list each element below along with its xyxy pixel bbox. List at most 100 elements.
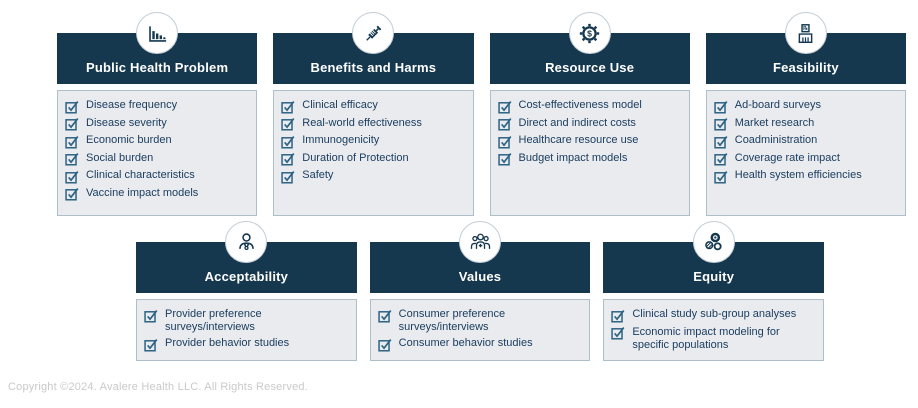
checked-checkbox-icon <box>497 135 512 149</box>
checklist-item-label: Clinical efficacy <box>302 99 378 111</box>
checklist-item: Clinical efficacy <box>281 99 465 114</box>
checked-checkbox-icon <box>497 152 512 166</box>
checklist-item-label: Clinical characteristics <box>86 169 195 181</box>
checklist-item-label: Direct and indirect costs <box>518 116 636 129</box>
checklist-item: Health system efficiencies <box>714 169 898 184</box>
checklist-item: Social burden <box>65 152 249 167</box>
bar-chart-icon <box>146 22 169 45</box>
panel-benefits-and-harms: Benefits and Harms Clinical efficacy Rea… <box>273 12 474 216</box>
checked-checkbox-icon <box>714 135 728 149</box>
checklist-item: Coadministration <box>714 134 898 149</box>
panel-icon-circle: $ <box>568 12 611 54</box>
checklist-item-label: Consumer preference surveys/interviews <box>398 308 506 333</box>
checklist-item-label: Health system efficiencies <box>734 169 862 181</box>
checklist-item: Clinical characteristics <box>65 169 249 184</box>
panel-icon-circle <box>459 221 501 263</box>
checked-checkbox-icon <box>497 100 512 114</box>
checklist-item: Cost-effectiveness model <box>497 99 682 114</box>
panel-icon-circle <box>225 221 268 263</box>
checked-checkbox-icon <box>611 309 625 323</box>
checked-checkbox-icon <box>281 152 295 166</box>
checklist-item: Market research <box>714 117 898 132</box>
panel-values: Values Consumer preference surveys/inter… <box>369 221 591 361</box>
panel-header: Equity <box>603 242 825 293</box>
checked-checkbox-icon <box>611 326 625 340</box>
checked-checkbox-icon <box>281 100 295 114</box>
checklist-item: Duration of Protection <box>281 152 465 167</box>
checked-checkbox-icon <box>281 170 295 184</box>
checklist-item-label: Economic impact modeling for specific po… <box>632 325 780 351</box>
checklist-item-label: Provider behavior studies <box>165 337 290 349</box>
panel-checklist-box: Consumer preference surveys/interviews C… <box>369 299 591 361</box>
checklist-item: Immunogenicity <box>281 134 465 149</box>
panel-title: Acceptability <box>204 269 289 284</box>
panel-title: Public Health Problem <box>86 60 229 75</box>
gear-dollar-icon: $ <box>578 22 601 45</box>
checklist-item: Direct and indirect costs <box>497 116 682 132</box>
checklist-item-label: Safety <box>302 169 334 181</box>
checked-checkbox-icon <box>714 170 728 184</box>
checklist-item: Economic burden <box>65 134 249 149</box>
checklist-item: Disease frequency <box>65 99 249 114</box>
checklist-item: Disease severity <box>65 117 249 132</box>
checklist-item: Budget impact models <box>497 151 682 167</box>
checklist-item-label: Budget impact models <box>518 151 628 164</box>
checklist-item-label: Duration of Protection <box>302 151 409 164</box>
checklist-item-label: Ad-board surveys <box>734 99 821 111</box>
checked-checkbox-icon <box>65 187 79 201</box>
checklist-item-label: Cost-effectiveness model <box>518 99 642 111</box>
checked-checkbox-icon <box>65 170 79 184</box>
checked-checkbox-icon <box>281 135 295 149</box>
syringe-icon <box>362 22 385 45</box>
checklist-item-label: Consumer behavior studies <box>398 337 533 349</box>
pharmacy-building-icon: ℞ <box>794 22 817 45</box>
panel-checklist-box: Disease frequency Disease severity Econo… <box>57 90 258 216</box>
panel-title: Values <box>458 269 502 284</box>
checked-checkbox-icon <box>497 117 512 131</box>
checklist-item-label: Disease frequency <box>86 99 178 111</box>
panel-header: Acceptability <box>136 242 357 293</box>
checklist-item: Consumer preference surveys/interviews <box>377 308 583 334</box>
checklist-item: Consumer behavior studies <box>377 337 583 352</box>
checklist-item-label: Provider preference surveys/interviews <box>165 308 262 333</box>
panel-icon-circle <box>692 221 735 263</box>
checklist-item: Provider preference surveys/interviews <box>144 308 349 334</box>
panel-equity: Equity Clinical study sub-group analyses… <box>603 221 825 361</box>
panel-public-health-problem: Public Health Problem Disease frequency … <box>57 12 258 216</box>
panel-icon-circle: ℞ <box>784 12 827 54</box>
checked-checkbox-icon <box>714 117 728 131</box>
panel-checklist-box: Ad-board surveys Market research Coadmin… <box>705 90 906 216</box>
checked-checkbox-icon <box>65 152 79 166</box>
panel-title: Equity <box>693 269 735 284</box>
svg-text:$: $ <box>587 28 592 38</box>
checked-checkbox-icon <box>65 135 79 149</box>
panel-title: Resource Use <box>545 60 635 75</box>
panel-icon-circle <box>136 12 179 54</box>
panel-title: Feasibility <box>772 60 839 75</box>
checklist-item-label: Clinical study sub-group analyses <box>632 308 797 320</box>
equity-circles-icon <box>702 231 725 254</box>
checked-checkbox-icon <box>377 309 392 323</box>
consumer-group-icon <box>469 231 492 254</box>
checklist-item: Provider behavior studies <box>144 337 349 352</box>
checked-checkbox-icon <box>377 338 392 352</box>
checklist-item: Real-world effectiveness <box>281 117 465 132</box>
checklist-item: Economic impact modeling for specific po… <box>611 326 816 352</box>
checked-checkbox-icon <box>714 152 728 166</box>
provider-stethoscope-icon <box>235 231 258 254</box>
checklist-item-label: Real-world effectiveness <box>302 116 422 129</box>
checklist-item-label: Vaccine impact models <box>86 186 199 199</box>
panel-resource-use: $ Resource Use Cost-effectiveness model … <box>489 12 690 216</box>
checklist-item-label: Economic burden <box>86 134 172 146</box>
checklist-item: Vaccine impact models <box>65 187 249 202</box>
checklist-item: Clinical study sub-group analyses <box>611 308 816 323</box>
panel-acceptability: Acceptability Provider preference survey… <box>136 221 357 361</box>
checklist-item-label: Coadministration <box>734 134 818 146</box>
panel-checklist-box: Provider preference surveys/interviews P… <box>136 299 357 361</box>
panel-icon-circle <box>352 12 395 54</box>
checklist-item-label: Immunogenicity <box>302 134 380 146</box>
checklist-item-label: Market research <box>734 116 815 129</box>
svg-text:℞: ℞ <box>803 25 808 31</box>
panel-title: Benefits and Harms <box>310 60 437 75</box>
